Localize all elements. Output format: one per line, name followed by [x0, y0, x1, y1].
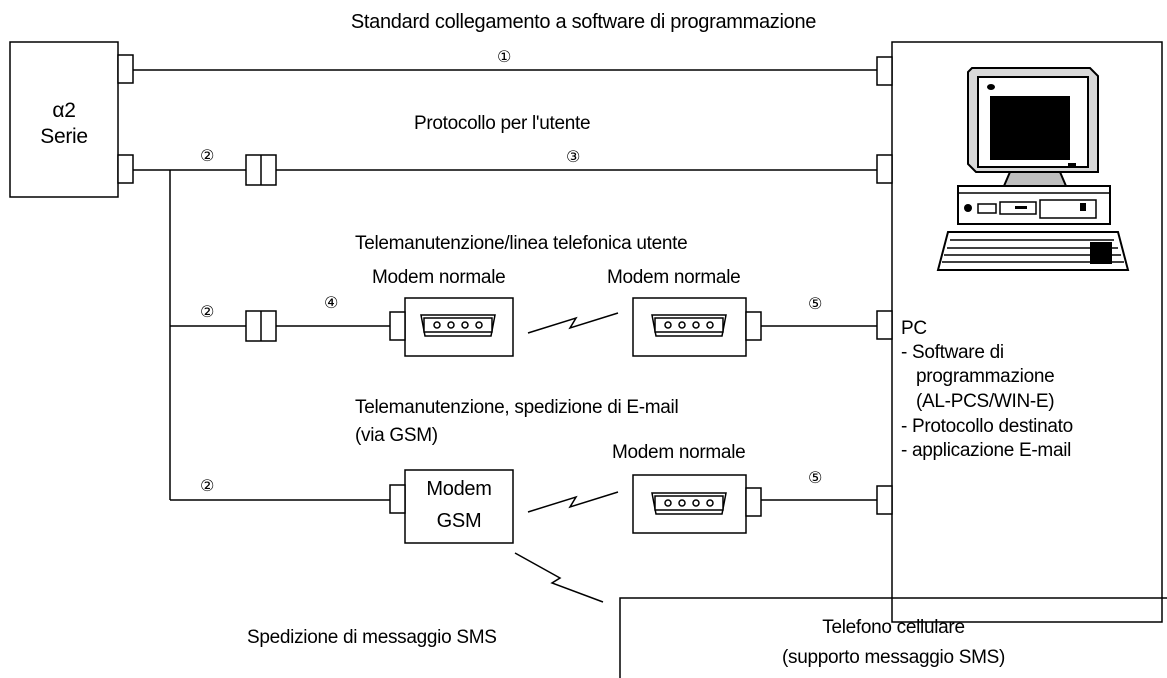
- modem-gsm-line1: Modem: [426, 478, 492, 500]
- alpha2-port-top: [117, 54, 134, 84]
- pc-item: - Software di: [901, 342, 1004, 363]
- cable-number-2: ②: [200, 302, 215, 321]
- lightning-icon: [527, 491, 619, 513]
- modem-gsm-box: [404, 469, 514, 544]
- modem-gsm-line2: GSM: [436, 510, 482, 532]
- pc-port-4: [876, 485, 893, 515]
- diagram-title: Standard collegamento a software di prog…: [350, 11, 817, 33]
- phone-box: [619, 597, 1167, 678]
- alpha2-port-bottom: [117, 154, 134, 184]
- tele-gsm-line1: Telemanutenzione, spedizione di E-mail: [355, 397, 679, 418]
- phone-line2: (supporto messaggio SMS): [781, 647, 1005, 668]
- cable-number-1: ①: [497, 47, 512, 66]
- modem-normal-label-bottom: Modem normale: [612, 442, 746, 463]
- pc-port-1: [876, 56, 893, 86]
- modem-normal-label-right: Modem normale: [607, 267, 741, 288]
- alpha2-name: α2: [52, 99, 76, 122]
- pc-title: PC: [901, 318, 927, 339]
- phone-line1: Telefono cellulare: [822, 617, 965, 638]
- alpha2-series: Serie: [40, 125, 88, 148]
- alpha2-label: α2 Serie: [10, 98, 118, 150]
- modem-gsm-label: Modem GSM: [405, 473, 513, 537]
- cable-number-4: ④: [324, 293, 339, 312]
- modem-normal-label-left: Modem normale: [372, 267, 506, 288]
- cable-number-5: ⑤: [808, 294, 823, 313]
- pc-item: programmazione: [916, 366, 1055, 387]
- modem-connector-icon: [651, 492, 727, 515]
- pc-port-2: [876, 154, 893, 184]
- tele-gsm-label: Telemanutenzione, spedizione di E-mail (…: [355, 394, 679, 450]
- cable-number-2: ②: [200, 476, 215, 495]
- lightning-icon: [527, 312, 619, 334]
- pc-item: (AL-PCS/WIN-E): [916, 391, 1055, 412]
- phone-label: Telefono cellulare (supporto messaggio S…: [620, 613, 1167, 673]
- alpha2-box: [9, 41, 119, 198]
- pc-item: - Protocollo destinato: [901, 416, 1073, 437]
- pc-port-3: [876, 310, 893, 340]
- cable-number-3: ③: [566, 147, 581, 166]
- tele-gsm-line2: (via GSM): [355, 425, 438, 446]
- cable-number-5: ⑤: [808, 468, 823, 487]
- computer-icon: [936, 67, 1130, 271]
- modem-connector-icon: [420, 314, 496, 337]
- protocol-label: Protocollo per l'utente: [414, 113, 591, 134]
- pc-item: - applicazione E-mail: [901, 440, 1072, 461]
- lightning-icon: [514, 552, 604, 603]
- tele-phone-label: Telemanutenzione/linea telefonica utente: [355, 233, 688, 254]
- sms-label: Spedizione di messaggio SMS: [247, 627, 497, 648]
- cable-number-2: ②: [200, 146, 215, 165]
- modem-connector-icon: [651, 314, 727, 337]
